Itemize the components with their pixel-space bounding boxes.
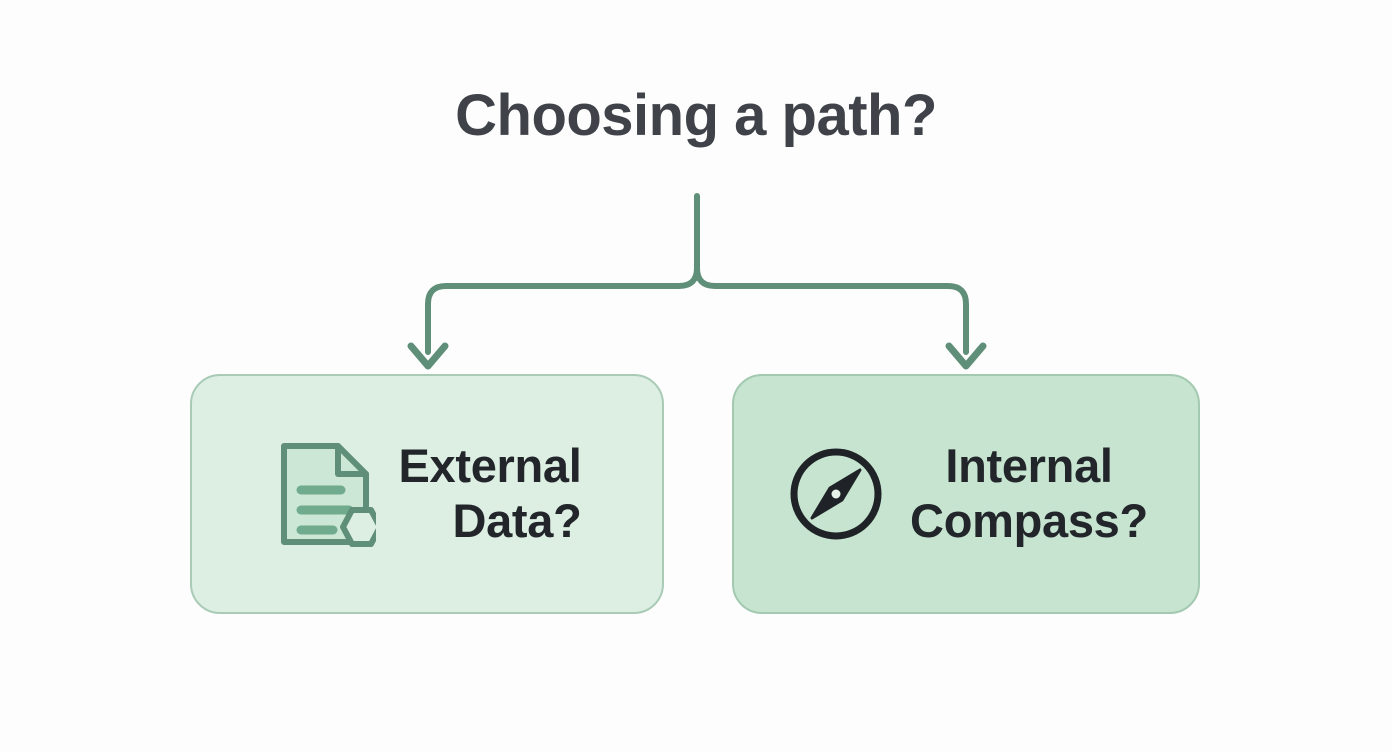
- connector-branch-left: [425, 265, 700, 355]
- node-internal-compass-label: Internal Compass?: [910, 439, 1148, 547]
- arrowhead-left-icon: [407, 342, 449, 370]
- node-internal-compass[interactable]: Internal Compass?: [732, 374, 1200, 614]
- document-icon: [281, 443, 377, 547]
- node-external-data-label: External Data?: [398, 439, 582, 547]
- arrowhead-right-icon: [945, 342, 987, 370]
- node-external-data[interactable]: External Data?: [190, 374, 664, 614]
- compass-icon: [790, 448, 882, 540]
- connector-branch-right: [694, 265, 969, 355]
- page-title: Choosing a path?: [455, 83, 937, 148]
